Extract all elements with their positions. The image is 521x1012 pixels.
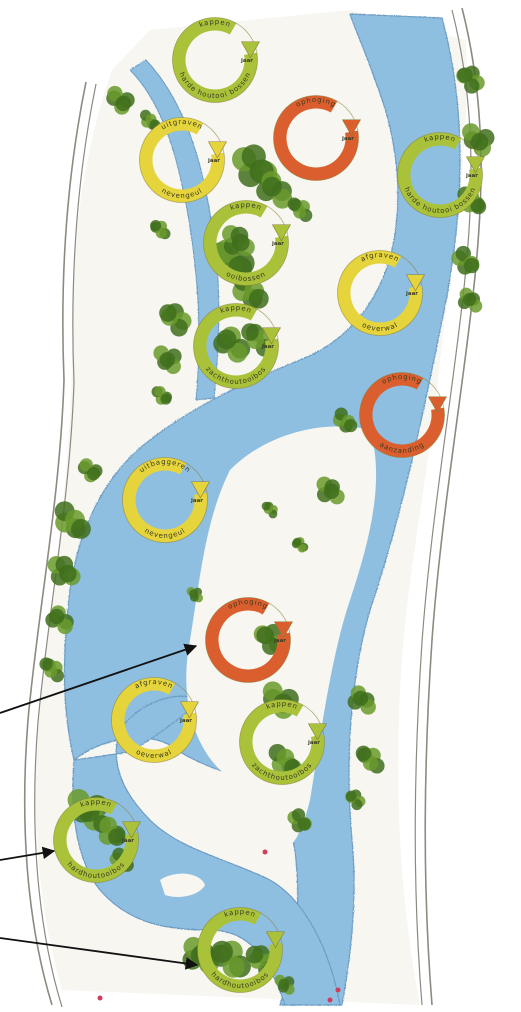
tree-cluster — [463, 293, 476, 306]
tree-cluster — [249, 289, 269, 309]
red-marker — [263, 850, 268, 855]
red-marker — [98, 996, 103, 1001]
tree-cluster — [159, 304, 177, 322]
tree-cluster — [344, 419, 357, 432]
tree-cluster — [288, 198, 301, 211]
tree-cluster — [356, 746, 371, 761]
tree-cluster — [345, 791, 356, 802]
cycle-years-label: jaar — [271, 241, 284, 247]
red-marker — [336, 988, 341, 993]
tree-cluster — [353, 691, 368, 706]
tree-cluster — [457, 67, 472, 82]
tree-cluster — [160, 352, 175, 367]
cycle-years-label: jaar — [341, 136, 354, 142]
tree-cluster — [160, 394, 171, 405]
tree-cluster — [246, 946, 264, 964]
cycle-years-label: jaar — [179, 718, 192, 724]
tree-cluster — [256, 627, 274, 645]
tree-cluster — [217, 329, 237, 349]
tree-cluster — [189, 589, 198, 598]
tree-cluster — [87, 467, 100, 480]
tree-cluster — [39, 657, 52, 670]
tree-cluster — [211, 941, 233, 963]
tree-cluster — [150, 220, 161, 231]
tree-cluster — [262, 177, 282, 197]
tree-cluster — [262, 502, 271, 511]
cycle-years-label: jaar — [121, 838, 134, 844]
tree-cluster — [298, 818, 311, 831]
tree-cluster — [49, 609, 64, 624]
tree-cluster — [241, 323, 259, 341]
tree-cluster — [232, 234, 250, 252]
tree-cluster — [471, 133, 489, 151]
tree-cluster — [59, 565, 77, 583]
cycle-years-label: jaar — [261, 344, 274, 350]
tree-cluster — [278, 979, 289, 990]
cycle-years-label: jaar — [207, 158, 220, 164]
tree-cluster — [116, 96, 131, 111]
cycle-years-label: jaar — [273, 638, 286, 644]
cycle-years-label: jaar — [405, 291, 418, 297]
cycle-years-label: jaar — [307, 740, 320, 746]
tree-cluster — [71, 519, 91, 539]
cycle-years-label: jaar — [465, 173, 478, 179]
cycle-years-label: jaar — [190, 498, 203, 504]
tree-cluster — [324, 484, 339, 499]
red-marker — [328, 998, 333, 1003]
tree-cluster — [464, 258, 479, 273]
tree-cluster — [293, 538, 302, 547]
cycle-years-label: jaar — [240, 58, 253, 64]
